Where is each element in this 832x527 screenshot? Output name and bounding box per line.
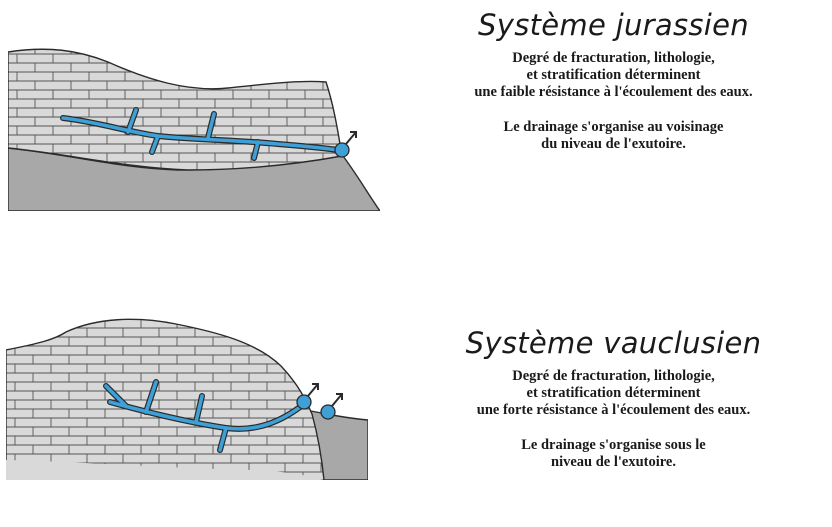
jurassien-description-line: Degré de fracturation, lithologie, [512, 50, 715, 66]
jurassien-title: Système jurassien [478, 8, 749, 42]
vauclusien-drainage-line: Le drainage s'organise sous le [521, 437, 706, 453]
jurassien-panel: Système jurassien Degré de fracturation,… [0, 0, 832, 250]
vauclusien-description-line: et stratification déterminent [526, 385, 701, 401]
vauclusien-description-line: une forte résistance à l'écoulement des … [476, 402, 751, 418]
jurassien-drainage-line: Le drainage s'organise au voisinage [503, 119, 724, 135]
jurassien-description-line: une faible résistance à l'écoulement des… [474, 84, 753, 100]
spring-outlet-icon [320, 393, 343, 420]
vauclusien-panel: Système vauclusien Degré de fracturation… [0, 260, 832, 527]
jurassien-text: Système jurassien Degré de fracturation,… [395, 8, 832, 153]
jurassien-drainage-line: du niveau de l'exutoire. [541, 136, 686, 152]
spring-outlet-icon [296, 383, 319, 410]
vauclusien-drainage: Le drainage s'organise sous le niveau de… [395, 437, 832, 471]
vauclusien-description: Degré de fracturation, lithologie, et st… [395, 368, 832, 419]
limestone-layer [6, 318, 325, 480]
vauclusien-title: Système vauclusien [465, 326, 762, 360]
jurassien-description: Degré de fracturation, lithologie, et st… [395, 50, 832, 101]
limestone-layer [8, 48, 343, 171]
jurassien-drainage: Le drainage s'organise au voisinage du n… [395, 119, 832, 153]
jurassien-cross-section [8, 48, 380, 211]
vauclusien-text: Système vauclusien Degré de fracturation… [395, 326, 832, 471]
vauclusien-cross-section [6, 318, 368, 480]
spring-outlet-icon [334, 131, 357, 158]
jurassien-description-line: et stratification déterminent [526, 67, 701, 83]
vauclusien-description-line: Degré de fracturation, lithologie, [512, 368, 715, 384]
vauclusien-drainage-line: niveau de l'exutoire. [551, 454, 676, 470]
